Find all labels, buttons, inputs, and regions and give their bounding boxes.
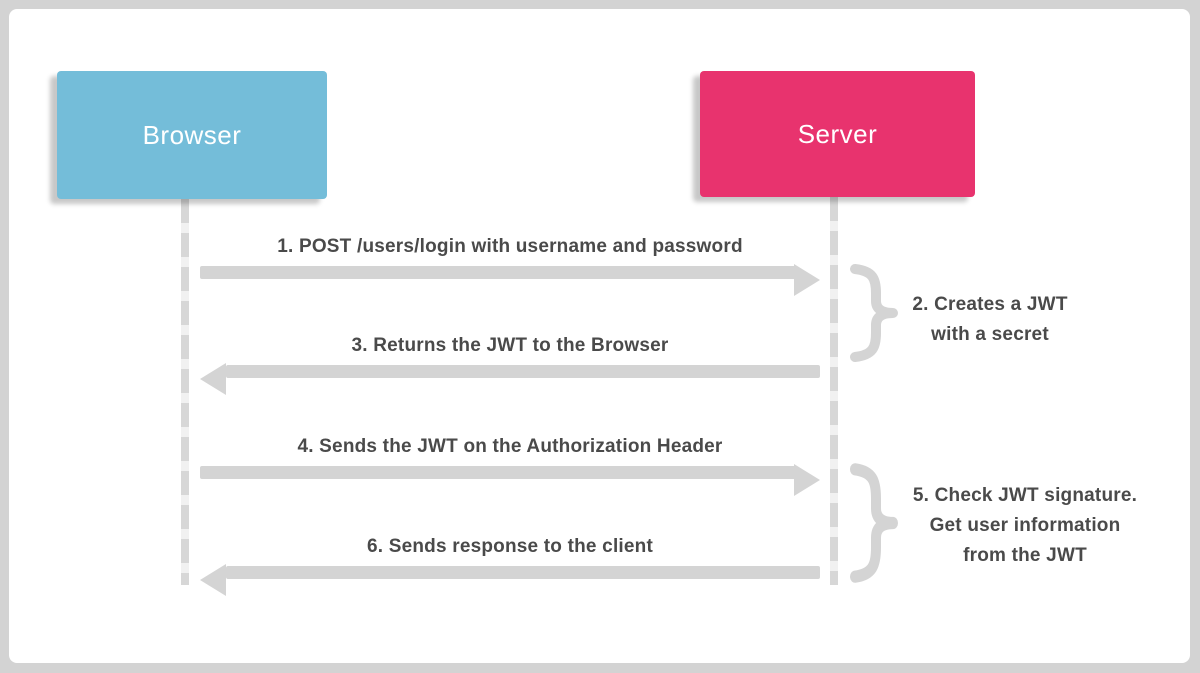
message-3-label: 4. Sends the JWT on the Authorization He… xyxy=(297,436,723,457)
browser-lifeline xyxy=(181,199,189,585)
server-note-2: 5. Check JWT signature. Get user informa… xyxy=(894,481,1156,571)
arrowhead-left-icon xyxy=(200,363,226,395)
message-1-label: 1. POST /users/login with username and p… xyxy=(277,236,743,257)
message-2-arrow xyxy=(226,365,820,378)
curly-brace-icon xyxy=(849,263,899,363)
server-note-1: 2. Creates a JWT with a secret xyxy=(880,290,1100,350)
note-line: Get user information xyxy=(929,515,1121,536)
message-4-label: 6. Sends response to the client xyxy=(367,536,653,557)
actor-label-server: Server xyxy=(797,118,878,149)
message-4-arrow xyxy=(226,566,820,579)
actor-label-browser: Browser xyxy=(142,119,242,150)
message-1-arrow xyxy=(200,266,796,279)
actor-box-browser: Browser xyxy=(57,71,327,199)
arrowhead-right-icon xyxy=(794,264,820,296)
message-2-label: 3. Returns the JWT to the Browser xyxy=(351,335,669,356)
note-line: 5. Check JWT signature. xyxy=(912,485,1138,506)
arrowhead-right-icon xyxy=(794,464,820,496)
curly-brace-icon xyxy=(849,462,899,584)
note-line: 2. Creates a JWT xyxy=(912,294,1068,315)
note-line: with a secret xyxy=(931,324,1049,345)
actor-box-server: Server xyxy=(700,71,975,197)
arrowhead-left-icon xyxy=(200,564,226,596)
note-line: from the JWT xyxy=(963,545,1087,566)
server-lifeline xyxy=(830,197,838,585)
message-3-arrow xyxy=(200,466,796,479)
